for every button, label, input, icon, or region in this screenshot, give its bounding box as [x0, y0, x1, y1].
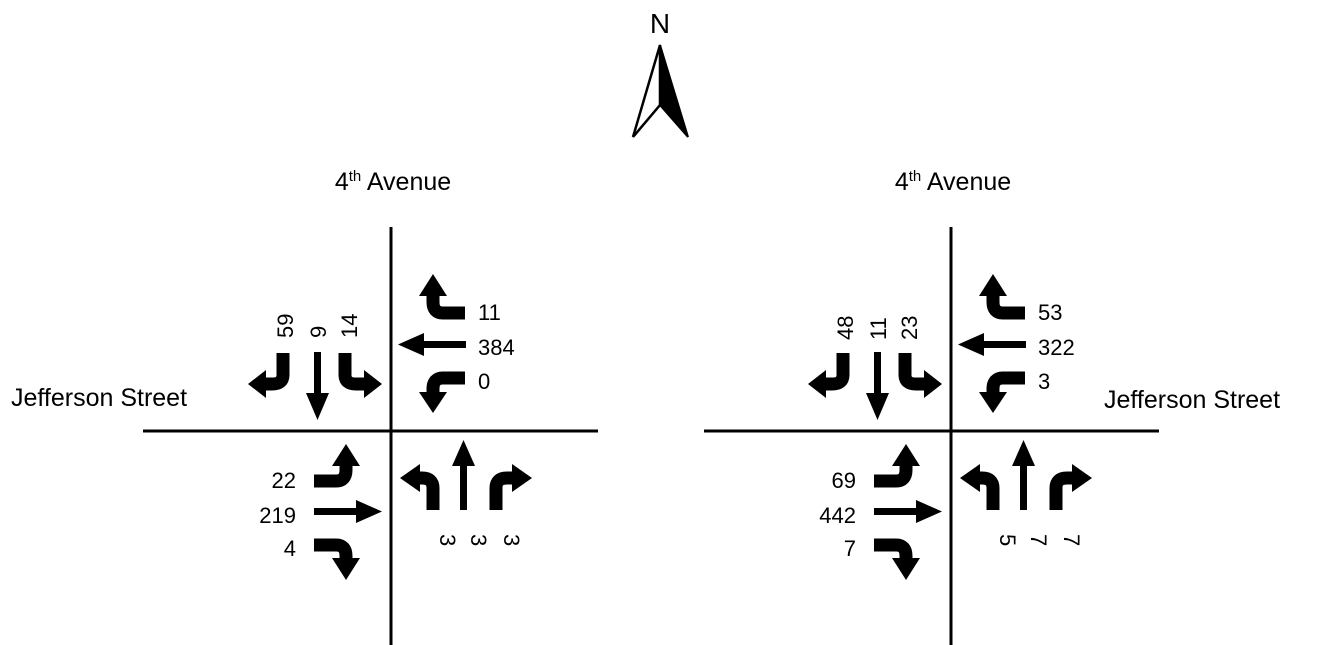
wb-left-arrow [979, 371, 1025, 413]
nb-through-volume: 3 [466, 534, 491, 546]
wb-through-volume: 384 [478, 335, 515, 360]
wb-right-volume: 53 [1038, 300, 1062, 325]
sb-right-arrow [248, 353, 290, 398]
eb-through-arrow [874, 500, 942, 523]
wb-left-volume: 3 [1038, 369, 1050, 394]
wb-through-arrow [398, 333, 466, 356]
nb-left-arrow [400, 464, 440, 510]
eb-left-volume: 69 [832, 468, 856, 493]
nb-left-volume: 5 [995, 534, 1020, 546]
nb-right-arrow [1049, 464, 1092, 510]
wb-through-arrow [958, 333, 1026, 356]
ew-street-label: Jefferson Street [11, 384, 187, 412]
eb-through-arrow [314, 500, 382, 523]
sb-right-volume: 59 [273, 314, 298, 338]
sb-left-volume: 23 [897, 316, 922, 340]
sb-through-volume: 11 [866, 317, 891, 340]
north-arrow: N [631, 8, 689, 138]
eb-left-volume: 22 [272, 468, 296, 493]
north-label: N [650, 8, 670, 39]
ns-street-label: 4th Avenue [895, 168, 1011, 196]
nb-left-volume: 3 [435, 534, 460, 546]
nb-right-arrow [489, 464, 532, 510]
wb-right-arrow [419, 274, 465, 320]
wb-left-arrow [419, 371, 465, 413]
intersection-right: 4th Avenue Jefferson Street 48 11 23 [704, 168, 1280, 645]
eb-through-volume: 219 [259, 503, 296, 528]
eb-right-arrow [874, 538, 920, 580]
ew-street-label: Jefferson Street [1104, 386, 1280, 414]
eb-left-arrow [874, 444, 920, 488]
nb-right-volume: 7 [1059, 534, 1084, 546]
eb-right-volume: 4 [284, 536, 296, 561]
wb-left-volume: 0 [478, 369, 490, 394]
nb-through-volume: 7 [1026, 534, 1051, 546]
sb-through-arrow [306, 352, 329, 420]
wb-right-volume: 11 [478, 300, 501, 325]
sb-left-volume: 14 [337, 314, 362, 338]
wb-right-arrow [979, 274, 1025, 320]
eb-through-volume: 442 [819, 503, 856, 528]
sb-through-arrow [866, 352, 889, 420]
intersection-left: 4th Avenue Jefferson Street 59 9 14 [11, 168, 598, 645]
nb-through-arrow [1012, 440, 1035, 510]
eb-right-arrow [314, 538, 360, 580]
eb-right-volume: 7 [844, 536, 856, 561]
ns-street-label: 4th Avenue [335, 168, 451, 196]
nb-left-arrow [960, 464, 1000, 510]
wb-through-volume: 322 [1038, 335, 1075, 360]
sb-left-arrow [338, 353, 382, 398]
eb-left-arrow [314, 444, 360, 488]
sb-left-arrow [898, 353, 942, 398]
nb-right-volume: 3 [499, 534, 524, 546]
sb-right-arrow [808, 353, 850, 398]
sb-through-volume: 9 [306, 326, 331, 338]
nb-through-arrow [452, 440, 475, 510]
sb-right-volume: 48 [833, 316, 858, 340]
